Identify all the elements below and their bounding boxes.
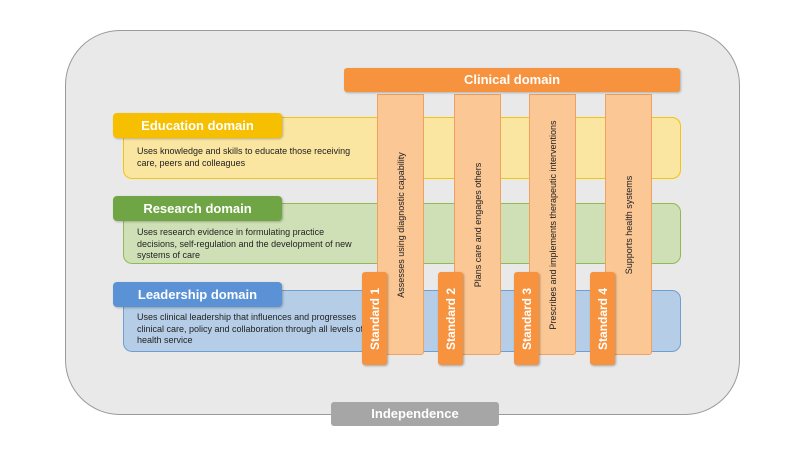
- clinical-domain-title: Clinical domain: [344, 68, 680, 92]
- standard-3-label: Standard 3: [519, 287, 534, 350]
- standard-1-description: Assesses using diagnostic capability: [395, 151, 406, 298]
- research-description: Uses research evidence in formulating pr…: [137, 227, 352, 260]
- standard-1-tag: Standard 1: [362, 272, 387, 365]
- standard-2-description: Plans care and engages others: [472, 162, 483, 287]
- standard-4-description: Supports health systems: [623, 175, 634, 274]
- education-domain-title: Education domain: [113, 113, 282, 138]
- standard-1-label: Standard 1: [367, 287, 382, 350]
- standard-4-tag: Standard 4: [590, 272, 615, 365]
- research-domain-title: Research domain: [113, 196, 282, 221]
- education-description: Uses knowledge and skills to educate tho…: [137, 146, 351, 168]
- standard-4-label: Standard 4: [595, 287, 610, 350]
- leadership-domain-title: Leadership domain: [113, 282, 282, 307]
- leadership-description: Uses clinical leadership that influences…: [137, 312, 364, 345]
- standard-3-description: Prescribes and implements therapeutic in…: [547, 119, 558, 330]
- independence-label: Independence: [331, 402, 499, 426]
- standard-2-tag: Standard 2: [438, 272, 463, 365]
- standard-3-tag: Standard 3: [514, 272, 539, 365]
- standard-2-label: Standard 2: [443, 287, 458, 350]
